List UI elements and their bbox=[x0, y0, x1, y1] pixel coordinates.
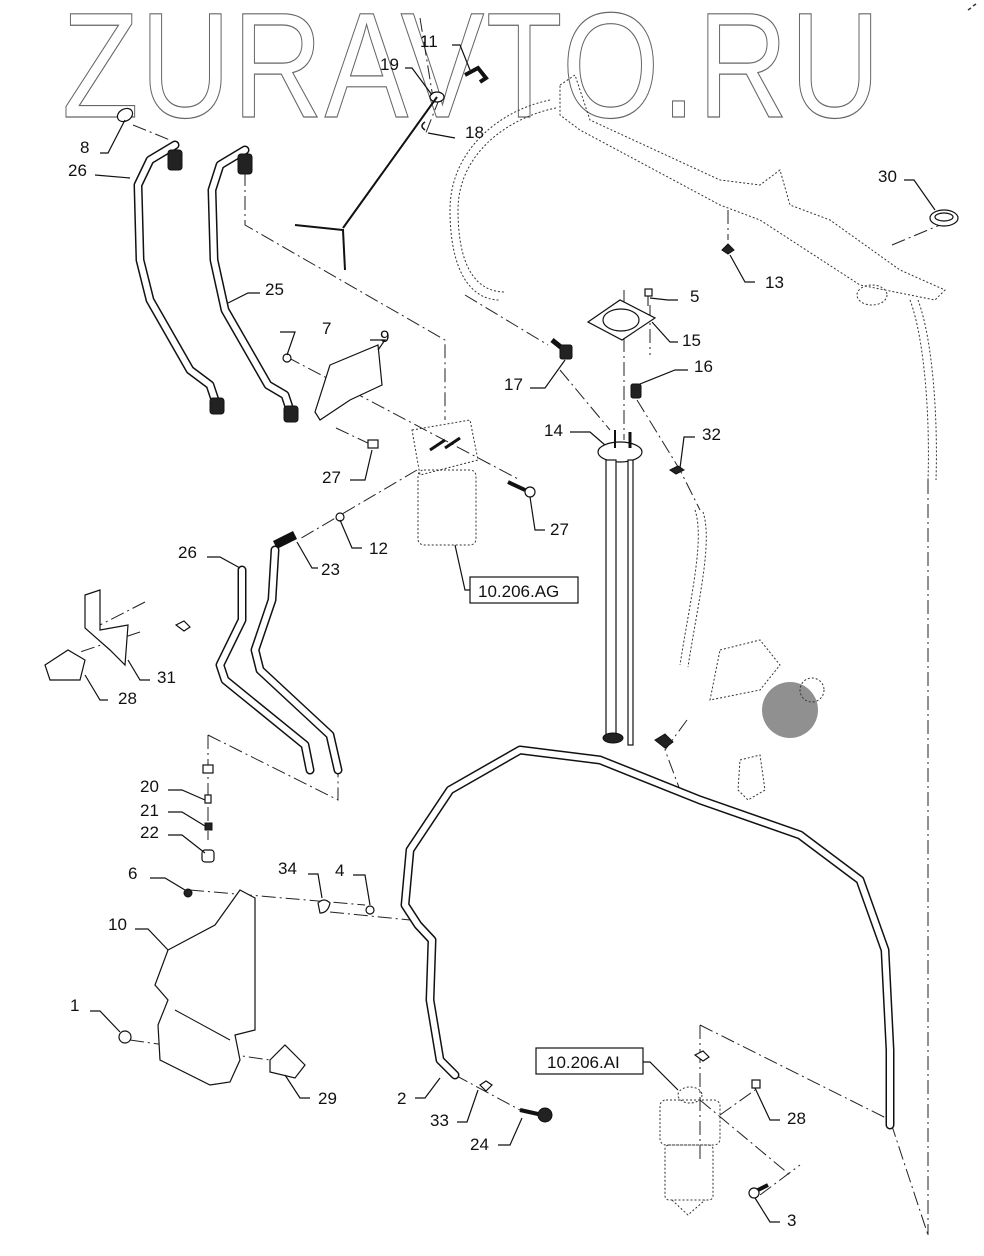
callout-9: 9 bbox=[380, 327, 389, 346]
callout-24: 24 bbox=[470, 1135, 489, 1154]
part-1-bolt bbox=[118, 1030, 132, 1044]
callout-32: 30 bbox=[878, 167, 897, 186]
part-33-clip-lower bbox=[479, 1080, 493, 1092]
callout-31: 31 bbox=[157, 668, 176, 687]
callout-26-lower: 26 bbox=[178, 543, 197, 562]
callout-8: 8 bbox=[80, 138, 89, 157]
fuel-filter-ag bbox=[411, 419, 479, 546]
part-14-fuel-pickup bbox=[597, 430, 643, 746]
callout-29: 27 bbox=[322, 468, 341, 487]
part-17-elbow bbox=[550, 338, 573, 360]
callout-5: 5 bbox=[690, 287, 699, 306]
callout-26-upper: 26 bbox=[68, 161, 87, 180]
callout-12: 12 bbox=[369, 539, 388, 558]
part-29-bolt bbox=[367, 439, 379, 449]
callout-34: 34 bbox=[278, 859, 297, 878]
callout-21: 21 bbox=[140, 801, 159, 820]
reference-ag-label: 10.206.AG bbox=[478, 582, 559, 601]
callout-1: 1 bbox=[70, 996, 79, 1015]
reference-ai-label: 10.206.AI bbox=[547, 1053, 620, 1072]
part-27-pad-lower bbox=[269, 1044, 306, 1079]
part-26-upper-tube bbox=[133, 140, 225, 415]
part-15-gasket bbox=[586, 299, 657, 341]
part-24-banjo bbox=[519, 1107, 553, 1123]
callout-18: 18 bbox=[465, 123, 484, 142]
part-5-bolt bbox=[644, 288, 653, 306]
callout-33-lower: 33 bbox=[430, 1111, 449, 1130]
part-10-shield bbox=[154, 889, 256, 1086]
callout-23: 23 bbox=[321, 560, 340, 579]
callout-19: 19 bbox=[380, 55, 399, 74]
reference-box-ag[interactable]: 10.206.AG bbox=[454, 544, 579, 604]
callout-11: 11 bbox=[420, 32, 438, 51]
callout-20: 20 bbox=[140, 777, 159, 796]
part-23-elbow bbox=[272, 530, 298, 550]
part-2-fuel-hose bbox=[400, 745, 895, 1130]
callout-22: 22 bbox=[140, 823, 159, 842]
callout-2: 2 bbox=[397, 1089, 406, 1108]
callout-28: 27 bbox=[550, 520, 569, 539]
callout-25: 25 bbox=[265, 280, 284, 299]
callout-17: 17 bbox=[504, 375, 523, 394]
part-9-bracket bbox=[314, 344, 383, 421]
callout-14: 14 bbox=[544, 421, 563, 440]
part-31-bracket bbox=[84, 589, 129, 667]
frame-rail bbox=[449, 74, 946, 481]
part-11-19-18-fittings bbox=[294, 65, 489, 271]
part-6-nut bbox=[183, 888, 193, 898]
callout-4: 4 bbox=[335, 861, 344, 880]
fuel-filter-ai bbox=[659, 1050, 721, 1216]
part-clip-small bbox=[174, 620, 191, 632]
part-32-grommet bbox=[929, 209, 959, 227]
injection-pump-ghost bbox=[654, 509, 825, 801]
part-28-bolt bbox=[507, 480, 536, 498]
callout-6: 6 bbox=[128, 864, 137, 883]
part-27-pad-upper bbox=[44, 649, 86, 681]
callout-10: 10 bbox=[108, 915, 127, 934]
reference-box-ai[interactable]: 10.206.AI bbox=[535, 1047, 679, 1091]
part-26-lower-tube bbox=[215, 545, 343, 775]
part-3-bolt bbox=[748, 1183, 769, 1199]
callout-3: 3 bbox=[787, 1211, 796, 1230]
callouts: 8 26 25 11 19 18 30 13 5 15 16 17 14 32 … bbox=[68, 32, 936, 1230]
callout-30: 28 bbox=[787, 1109, 806, 1128]
callout-27-lower: 29 bbox=[318, 1089, 337, 1108]
part-34-clip bbox=[317, 899, 331, 914]
part-7-bolt bbox=[282, 353, 292, 363]
part-16-elbow bbox=[630, 383, 642, 399]
part-13-clip bbox=[721, 243, 735, 255]
callout-15: 15 bbox=[682, 331, 701, 350]
callout-13: 13 bbox=[765, 273, 784, 292]
callout-27-upper: 28 bbox=[118, 689, 137, 708]
callout-7: 7 bbox=[322, 319, 331, 338]
part-12-washer bbox=[335, 512, 345, 522]
corner-mark bbox=[967, 3, 977, 11]
part-8-hose-clamp bbox=[116, 107, 134, 123]
callout-16: 16 bbox=[694, 357, 713, 376]
part-4-nut bbox=[365, 905, 375, 915]
callout-33-upper: 32 bbox=[702, 425, 721, 444]
part-30-clip bbox=[751, 1079, 761, 1089]
part-25-tube bbox=[207, 145, 299, 423]
watermark-text: ZURAVTO.RU bbox=[62, 0, 882, 149]
